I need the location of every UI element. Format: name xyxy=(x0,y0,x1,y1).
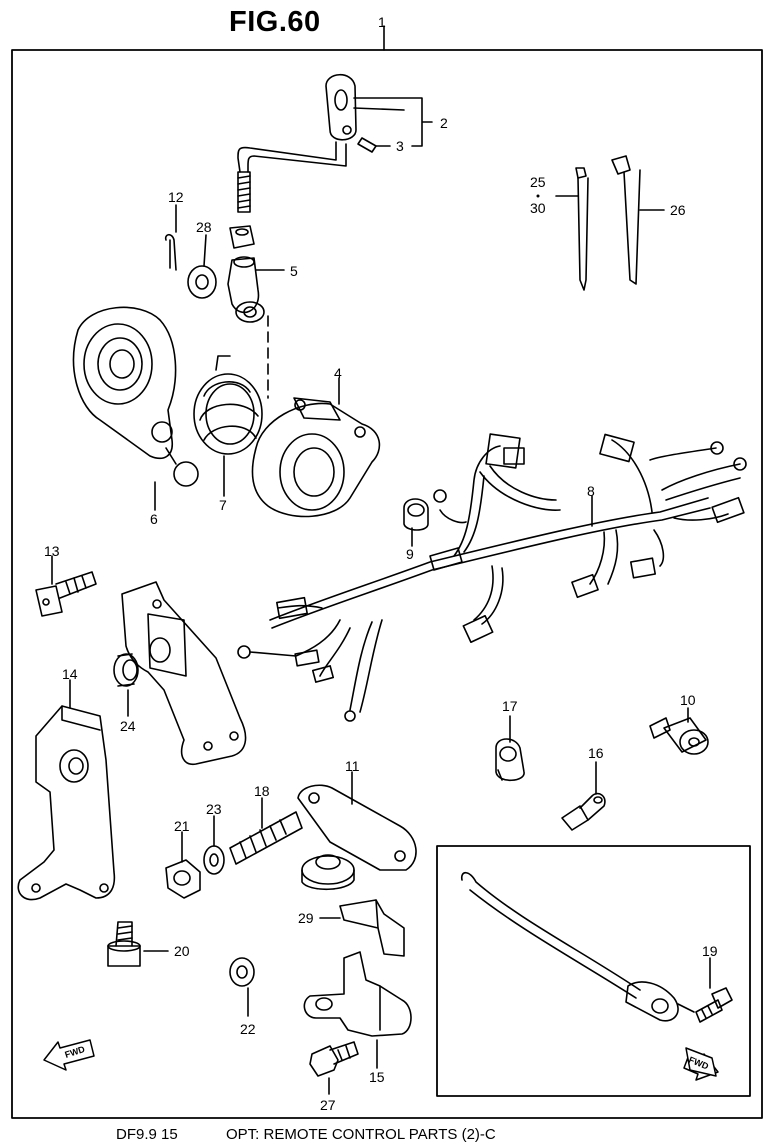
part-spacer-10 xyxy=(649,717,709,755)
part-bolt-19 xyxy=(695,987,733,1023)
callout-13: 13 xyxy=(44,543,60,559)
part-clip-29 xyxy=(339,899,405,957)
callout-1: 1 xyxy=(378,14,386,30)
callout-9: 9 xyxy=(406,546,414,562)
footer-model: DF9.9 15 xyxy=(116,1126,178,1143)
leader-28 xyxy=(203,234,207,267)
callout-22: 22 xyxy=(240,1021,256,1037)
part-terminal-16 xyxy=(561,792,606,831)
callout-17: 17 xyxy=(502,698,518,714)
callout-21: 21 xyxy=(174,818,190,834)
callout-25: 25 xyxy=(530,174,546,190)
part-wiring-harness-8 xyxy=(237,433,747,722)
part-bracket-large xyxy=(121,581,247,765)
part-joint-5 xyxy=(227,256,285,323)
part-bracket-14 xyxy=(17,705,116,901)
part-stud-18 xyxy=(229,811,303,865)
callout-8: 8 xyxy=(587,483,595,499)
callout-7: 7 xyxy=(219,497,227,513)
callout-23: 23 xyxy=(206,801,222,817)
callout-30: 30 xyxy=(530,200,546,216)
figure-title: FIG.60 xyxy=(229,6,321,38)
part-nut-top xyxy=(229,225,255,249)
part-clamp-17 xyxy=(495,738,525,782)
callout-3: 3 xyxy=(396,138,404,154)
part-washer-22 xyxy=(229,957,255,987)
fwd-arrow-left: FWD xyxy=(43,1039,95,1071)
part-plate-11 xyxy=(297,784,417,891)
part-cable-tie-25 xyxy=(575,167,589,291)
callout-15: 15 xyxy=(369,1069,385,1085)
part-cotter-pin xyxy=(164,233,177,271)
callout-29: 29 xyxy=(298,910,314,926)
part-control-rod xyxy=(237,73,377,213)
callout-24: 24 xyxy=(120,718,136,734)
fwd-arrow-right: FWD xyxy=(683,1047,719,1081)
callout-labels: 1 2 3 4 5 6 7 8 9 10 11 12 13 14 15 16 1… xyxy=(44,14,718,1113)
part-washer-23 xyxy=(203,845,225,875)
leader-19b xyxy=(677,1003,695,1013)
callout-2: 2 xyxy=(440,115,448,131)
part-inset-cable xyxy=(460,871,679,1022)
part-nut-21 xyxy=(165,859,201,899)
part-grommet-24 xyxy=(113,653,139,687)
callout-26: 26 xyxy=(670,202,686,218)
callout-5: 5 xyxy=(290,263,298,279)
callout-27: 27 xyxy=(320,1097,336,1113)
callout-6: 6 xyxy=(150,511,158,527)
part-bolt-20 xyxy=(107,921,141,967)
callout-16: 16 xyxy=(588,745,604,761)
frame-border xyxy=(11,49,763,1119)
callout-20: 20 xyxy=(174,943,190,959)
callout-11: 11 xyxy=(345,758,360,774)
part-lever-6 xyxy=(72,306,199,487)
callout-12: 12 xyxy=(168,189,184,205)
part-washer-28 xyxy=(187,265,217,299)
footer-caption: OPT: REMOTE CONTROL PARTS (2)-C xyxy=(226,1126,496,1143)
callout-18: 18 xyxy=(254,783,270,799)
part-bracket-15 xyxy=(303,951,412,1037)
callout-28: 28 xyxy=(196,219,212,235)
callout-4: 4 xyxy=(334,365,342,381)
part-bolt-27 xyxy=(309,1041,359,1077)
callout-14: 14 xyxy=(62,666,78,682)
leader-2 xyxy=(353,97,433,147)
inset-frame xyxy=(436,845,751,1097)
part-plate-4 xyxy=(251,397,381,518)
part-spring-7 xyxy=(193,355,263,455)
part-cable-tie-26 xyxy=(611,155,641,285)
part-clamp-9 xyxy=(403,498,429,531)
callout-25-30-dot xyxy=(536,194,540,198)
callout-10: 10 xyxy=(680,692,696,708)
callout-19: 19 xyxy=(702,943,718,959)
part-screw-13 xyxy=(35,571,97,617)
